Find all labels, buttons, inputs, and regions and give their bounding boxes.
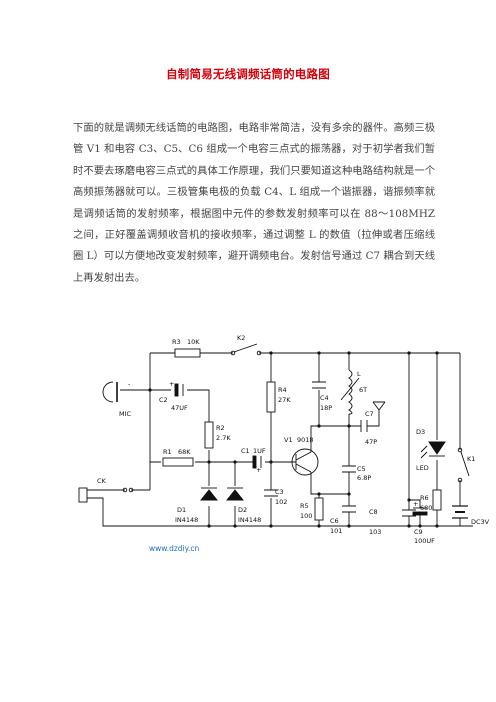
circuit-diagram: R3 10K K2 - MIC + C2 47UF R2 2.7K R1 68K…	[75, 330, 495, 562]
c2-plus: +	[169, 380, 174, 388]
c4-capacitor	[312, 381, 326, 389]
battery-symbol	[452, 505, 468, 519]
c1-capacitor	[252, 455, 262, 469]
r3-label: R3	[172, 338, 181, 346]
wire-c7	[349, 410, 380, 427]
d2-diode	[226, 487, 244, 501]
c3-capacitor	[264, 489, 278, 497]
d1-value: IN4148	[175, 516, 198, 524]
r6-value: 680	[420, 504, 432, 512]
page-title: 自制简易无线调频话筒的电路图	[166, 67, 330, 81]
k1-label: K1	[467, 455, 475, 463]
r5-resistor	[314, 497, 324, 521]
l-inductor	[348, 369, 353, 415]
c2-label: C2	[159, 396, 168, 404]
v1-label: V1	[284, 436, 293, 444]
l-adjust-arrow	[340, 377, 360, 401]
d1-label: D1	[177, 506, 186, 514]
c7-value: 47P	[365, 438, 377, 446]
c1-label: C1	[241, 447, 250, 455]
ck-label: CK	[97, 477, 107, 485]
c1-plus: +	[256, 466, 261, 474]
c6-value: 101	[330, 527, 342, 535]
mic-symbol	[102, 381, 118, 403]
c9-label: C9	[414, 528, 423, 536]
circuit-schematic: R3 10K K2 - MIC + C2 47UF R2 2.7K R1 68K…	[78, 334, 490, 553]
r6-resistor	[432, 489, 442, 511]
mic-minus: -	[128, 380, 131, 388]
c9-plus: +	[413, 500, 418, 508]
r4-value: 27K	[278, 396, 291, 404]
r5-label: R5	[300, 502, 309, 510]
c4-label: C4	[320, 394, 329, 402]
d3-value: LED	[416, 464, 429, 472]
l-label: L	[357, 370, 361, 378]
c4-value: 18P	[320, 404, 332, 412]
r3-resistor-body	[174, 348, 201, 358]
r2-resistor	[204, 421, 214, 449]
wire-c9	[409, 499, 421, 526]
c5-capacitor	[342, 465, 356, 473]
c8-value: 103	[369, 528, 381, 536]
c3-label: C3	[275, 488, 284, 496]
d3-led	[420, 441, 446, 459]
wire-mic	[120, 389, 210, 422]
mic-label: MIC	[119, 410, 132, 418]
d3-label: D3	[416, 428, 425, 436]
c7-capacitor	[360, 420, 368, 432]
r3-value: 10K	[187, 338, 200, 346]
d2-label: D2	[238, 506, 247, 514]
c9-capacitor	[412, 507, 428, 516]
v1-value: 9018	[297, 436, 314, 444]
junction-dots	[148, 351, 439, 528]
r4-resistor	[266, 381, 276, 413]
c2-value: 47UF	[171, 404, 188, 412]
watermark: www.dzdiy.cn	[149, 544, 200, 553]
c8-label: C8	[369, 508, 378, 516]
d1-diode	[200, 487, 218, 501]
c1-value: 1UF	[253, 447, 266, 455]
r4-label: R4	[278, 386, 287, 394]
r5-value: 100	[300, 512, 312, 520]
k2-switch	[230, 343, 262, 356]
c3-value: 102	[275, 498, 287, 506]
ck-jack	[78, 487, 134, 503]
r1-label: R1	[163, 448, 172, 456]
v1-transistor	[291, 448, 319, 476]
c9-value: 100UF	[414, 537, 435, 545]
c5-value: 6.8P	[357, 474, 371, 482]
r2-label: R2	[216, 424, 225, 432]
c6-label: C6	[330, 517, 339, 525]
d2-value: IN4148	[238, 516, 261, 524]
c6-capacitor	[342, 505, 356, 513]
wire-r2	[208, 450, 235, 463]
c5-label: C5	[357, 465, 366, 473]
k1-switch	[457, 447, 470, 483]
r6-label: R6	[420, 494, 429, 502]
c8-capacitor	[402, 509, 416, 517]
r1-value: 68K	[178, 448, 191, 456]
wire-collector	[310, 425, 349, 452]
body-paragraph: 下面的就是调频无线话筒的电路图，电路非常简洁，没有多余的器件。高频三极管 V1 …	[73, 122, 435, 284]
r1-resistor	[162, 457, 194, 467]
antenna-icon	[372, 401, 386, 411]
k2-label: K2	[237, 334, 245, 342]
wire-ck	[87, 489, 473, 527]
r2-value: 2.7K	[216, 434, 231, 442]
c7-label: C7	[365, 410, 374, 418]
battery-label: DC3V	[471, 518, 490, 526]
l-value: 6T	[359, 386, 367, 394]
wire-left-top	[149, 353, 171, 490]
c2-capacitor	[174, 383, 184, 397]
